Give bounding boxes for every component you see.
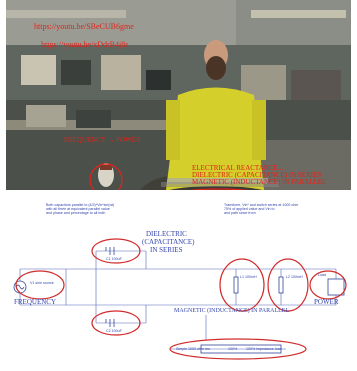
inductor-left-text: L1 100mH — [240, 275, 257, 279]
capacitors-highlight-circle — [190, 188, 248, 190]
oscillator-highlight-circle — [89, 163, 123, 190]
dielectric-label-2: (CAPACITANCE) — [142, 238, 195, 246]
capacitor-top-circle — [91, 238, 141, 264]
note-right-3: and path since from — [224, 211, 256, 215]
load-symbol — [327, 278, 345, 296]
bottom-box-right: 100% impedance load — [246, 347, 282, 351]
circuit-diagram: Both capacitors parallel to (4/3)*Vin*si… — [6, 195, 351, 365]
video-url-1[interactable]: https://youtu.be/SBeCUB6gme — [34, 22, 134, 31]
dielectric-label-3: IN SERIES — [150, 246, 183, 254]
cap-bottom-text: C2 100uF — [106, 329, 122, 333]
frequency-circle — [15, 270, 65, 300]
note-left-1: Both capacitors parallel to (4/3)*Vin*si… — [46, 203, 115, 207]
magnetic-label: MAGNETIC (INDUCTANCE) IN PARALLEL — [174, 308, 290, 314]
reactance-line-2: DIELECTRIC (CAPACITANCE) IN SERIES — [192, 171, 322, 179]
inductor-right-text: L2 100mH — [286, 275, 303, 279]
power-circle — [309, 270, 347, 300]
frequency-label: FREQUENCY — [14, 298, 57, 306]
note-right-1: Transform, Vin* and switch series at 100… — [224, 203, 299, 207]
cap-top-text: C1 100uF — [106, 257, 122, 261]
inductor-left-symbol — [233, 276, 239, 294]
reactance-line-1: ELECTRICAL REACTANCE... — [192, 164, 283, 172]
reactance-line-3: MAGNETIC (INDUCTANCE) IN PARALLEL — [192, 178, 327, 186]
capacitor-bottom-circle — [91, 310, 141, 336]
note-left-3: and phase and percentage to all both — [46, 211, 106, 215]
load-text: Load — [318, 273, 326, 277]
bottom-box-left: Simple 1000 ohm res — [176, 347, 210, 351]
video-url-2[interactable]: https://youtu.be/xDdrB4j8s — [41, 40, 129, 49]
video-frame: https://youtu.be/SBeCUB6gme https://yout… — [6, 0, 351, 190]
note-left-2: with all three at equivalent parallel va… — [46, 207, 110, 211]
dielectric-label-1: DIELECTRIC — [146, 230, 187, 238]
source-text: V1 sine source — [30, 281, 54, 285]
schematic — [13, 238, 347, 360]
power-label: POWER — [314, 298, 339, 306]
lab-scene — [6, 0, 351, 190]
frequency-power-label: FREQUENCY → POWER — [64, 136, 141, 144]
components — [13, 247, 345, 354]
inductor-right-symbol — [278, 276, 284, 294]
bottom-box-mid: 100% — [228, 347, 238, 351]
note-right-2: 75% of applied value and Vin to — [224, 207, 275, 211]
resistor-circle — [169, 338, 307, 360]
inductor-left-circle — [219, 258, 265, 312]
inductor-right-circle — [267, 258, 309, 312]
